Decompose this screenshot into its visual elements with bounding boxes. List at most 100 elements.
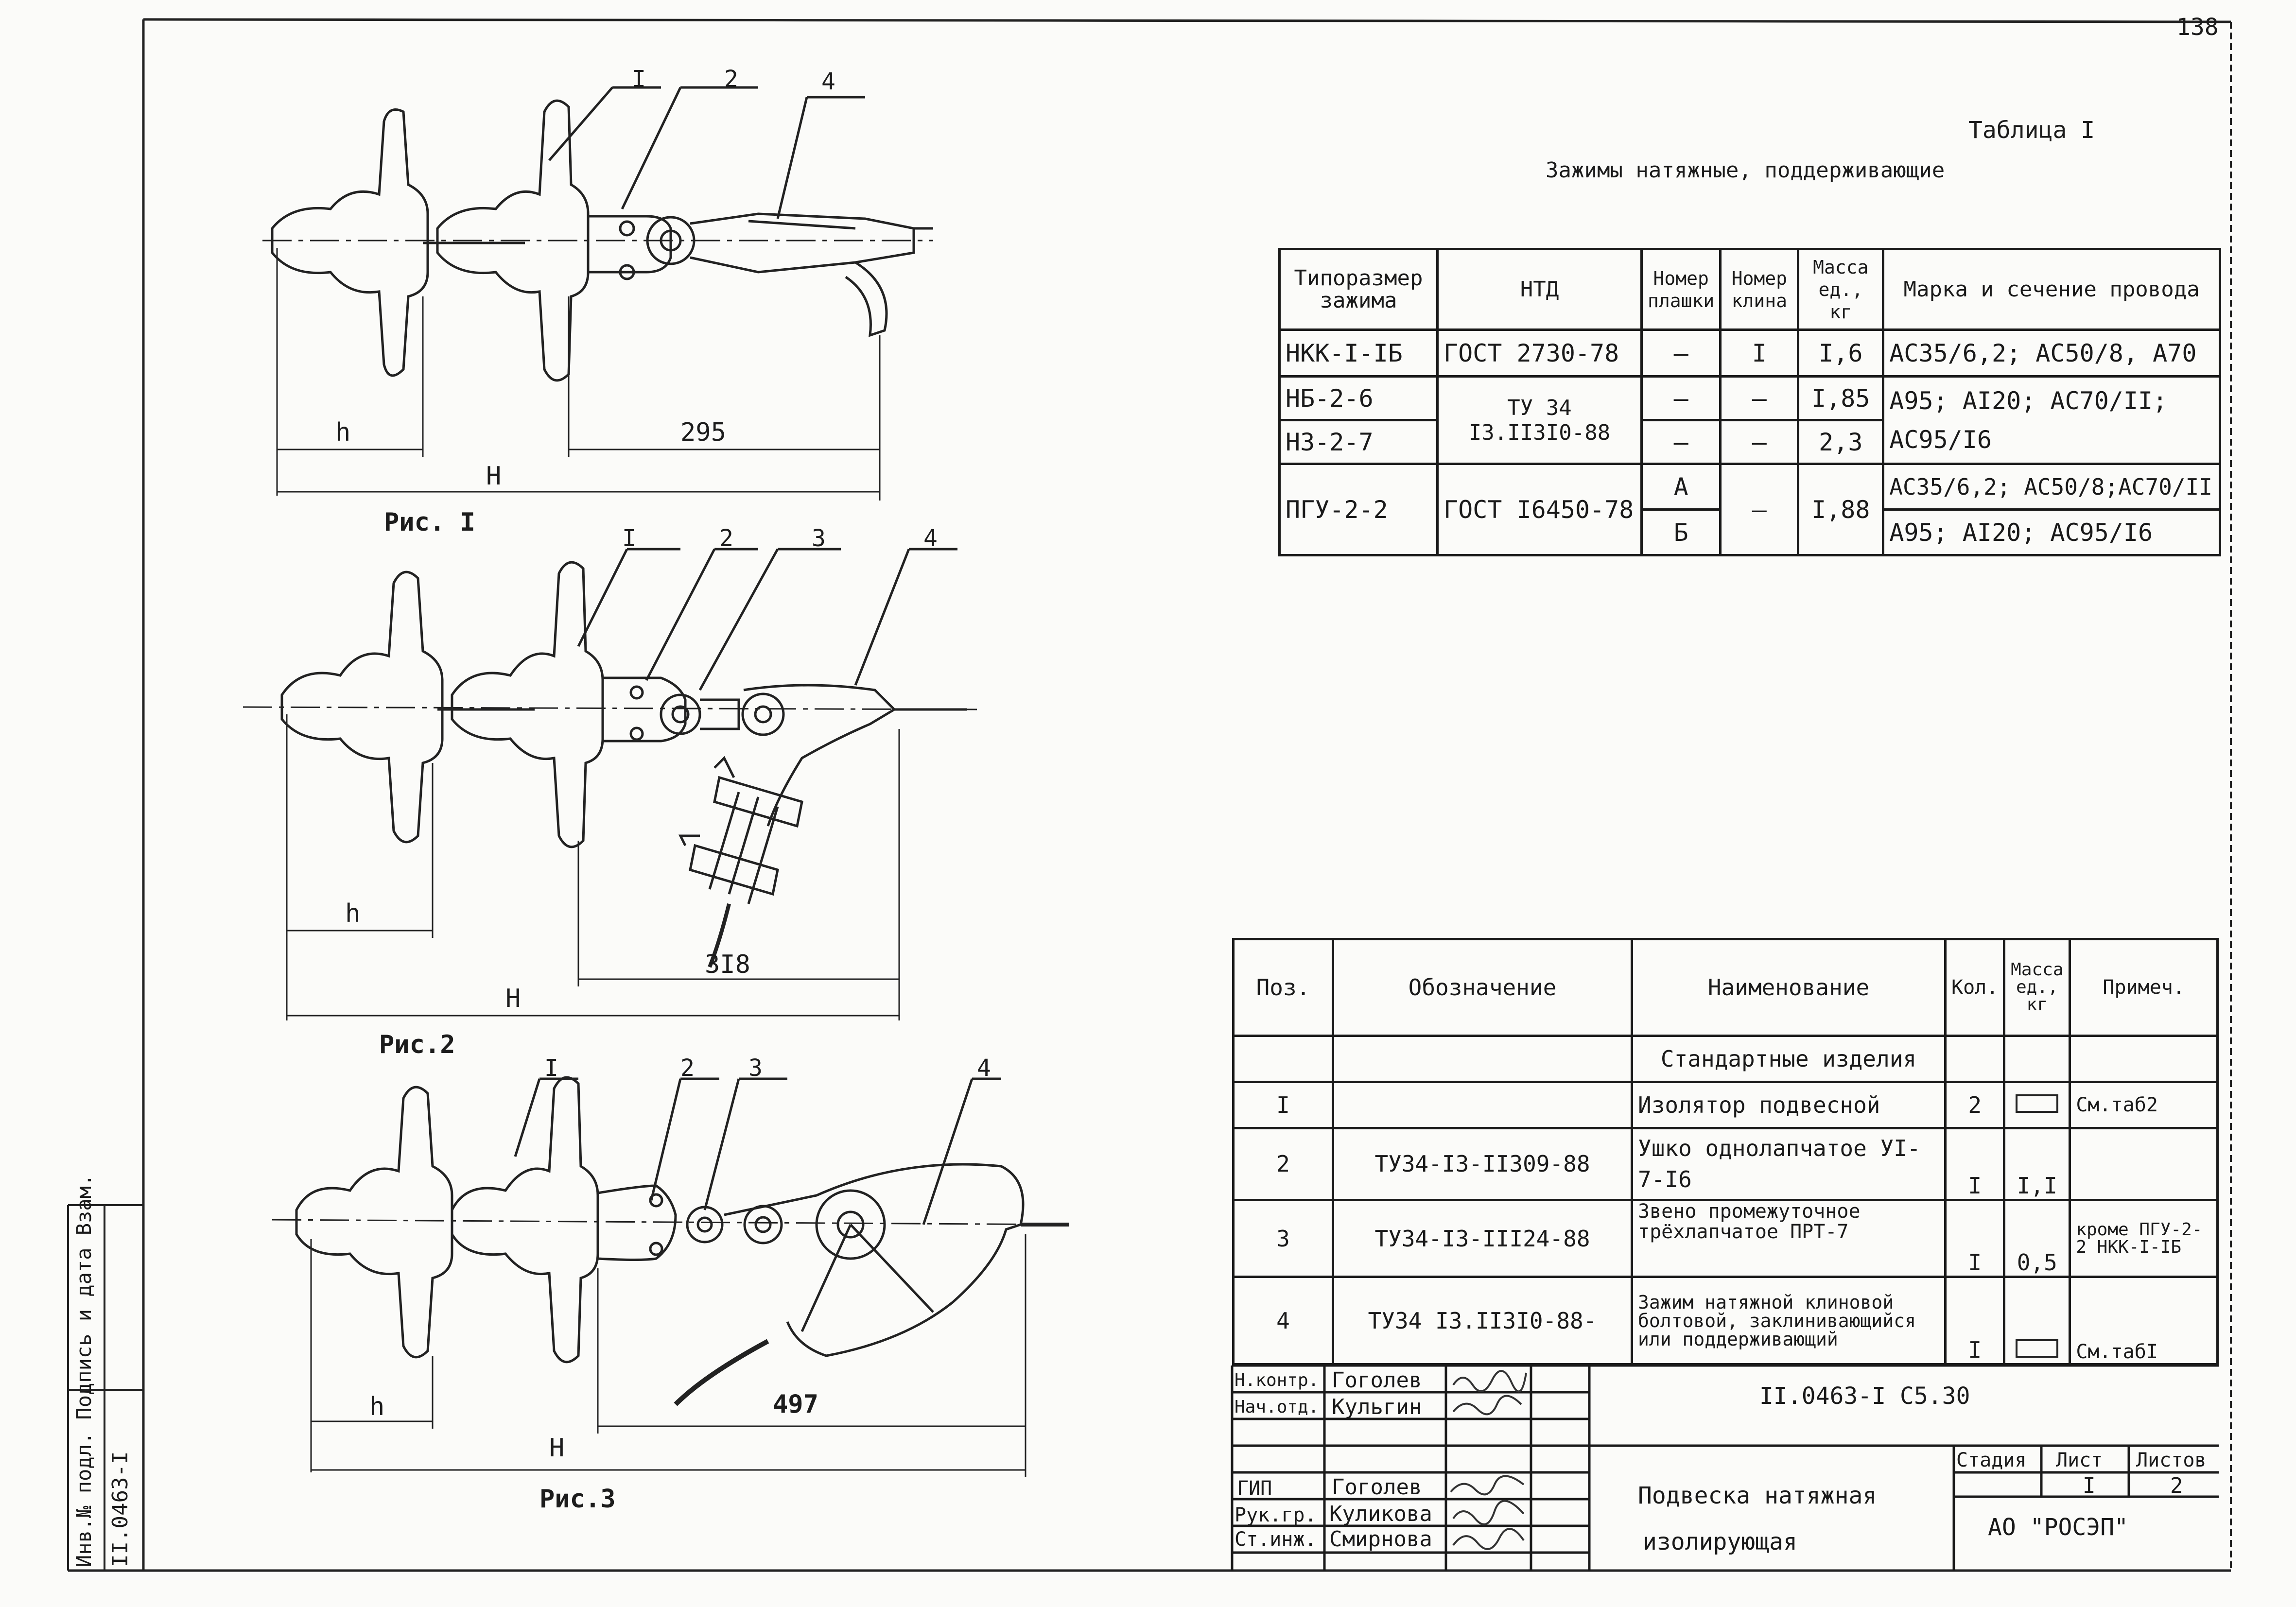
tb-role: Ст.инж. [1235, 1528, 1317, 1551]
stage-label: Стадия [1956, 1449, 2027, 1471]
sheet-label: Лист [2056, 1449, 2103, 1471]
sheets-value: 2 [2170, 1473, 2183, 1498]
t1-cell: А [1640, 463, 1722, 511]
table1-caption: Таблица I [1968, 117, 2095, 144]
t1-header-wedge: Номер клина [1719, 248, 1800, 331]
t1-header-ntd: НТД [1436, 248, 1643, 331]
figure-1-drawing [262, 86, 933, 501]
spec-cell: 2 [1232, 1126, 1334, 1201]
sheet-value: I [2083, 1473, 2096, 1498]
t1-header-plate: Номер плашки [1640, 248, 1722, 331]
table-row: 2 ТУ34-I3-II309-88 Ушко однолапчатое УI-… [1232, 1126, 2219, 1201]
fig3-leader-2: 2 [680, 1054, 695, 1082]
spec-cell: ТУ34-I3-III24-88 [1332, 1198, 1633, 1279]
t1-cell: ГОСТ 2730-78 [1436, 328, 1643, 378]
t1-cell: АС35/6,2; АС50/8;АС70/II [1882, 463, 2221, 511]
fig1-caption: Рис. I [384, 508, 475, 537]
t1-cell: I,85 [1797, 375, 1885, 421]
t1-cell: А95; АI20; АС70/II; АС95/I6 [1882, 375, 2221, 465]
doc-title-line2: изолирующая [1643, 1528, 1797, 1555]
tb-name: Куликова [1329, 1502, 1432, 1526]
spec-table: Поз. Обозначение Наименование Кол. Масса… [1232, 938, 2219, 1365]
figure-3-drawing [272, 1076, 1070, 1477]
tb-name: Смирнова [1329, 1527, 1432, 1552]
table-row: Стандартные изделия [1232, 1034, 2219, 1083]
spec-cell [1332, 1080, 1633, 1129]
spec-cell [2069, 1126, 2219, 1201]
t1-header-wire: Марка и сечение провода [1882, 248, 2221, 331]
fig2-leader-2: 2 [719, 525, 733, 552]
fig3-dim-main: 497 [773, 1390, 818, 1419]
fig1-leader-4: 4 [821, 68, 835, 95]
t1-cell: Б [1640, 508, 1722, 556]
t1-cell: 2,3 [1797, 419, 1885, 465]
margin-stamp-label: Инв.№ подл. Подпись и дата Взам. [72, 1174, 96, 1567]
fig2-leader-4: 4 [923, 525, 938, 552]
table-row: 3 ТУ34-I3-III24-88 Звено промежуточное т… [1232, 1198, 2219, 1279]
spec-cell: Звено промежуточное трёхлапчатое ПРТ-7 [1631, 1198, 1947, 1279]
table1-title: Зажимы натяжные, поддерживающие [1546, 158, 1945, 183]
tb-name: Гоголев [1332, 1475, 1422, 1500]
spec-cell: кроме ПГУ-2-2 НКК-I-IБ [2069, 1198, 2219, 1279]
mass-box-icon [2016, 1094, 2059, 1113]
t1-cell: – [1640, 419, 1722, 465]
t1-cell: I,88 [1797, 463, 1885, 556]
spec-header-note: Примеч. [2069, 938, 2219, 1037]
t1-header-type: Типоразмер зажима [1278, 248, 1439, 331]
fig1-dim-h: h [335, 418, 351, 447]
spec-cell: I [1944, 1126, 2006, 1201]
spec-cell: Изолятор подвесной [1631, 1080, 1947, 1129]
t1-cell: А95; АI20; АС95/I6 [1882, 508, 2221, 556]
fig3-leader-4: 4 [977, 1054, 991, 1082]
t1-cell: НБ-2-6 [1278, 375, 1439, 421]
spec-cell: ТУ34 I3.II3I0-88- [1332, 1276, 1633, 1365]
tb-role: ГИП [1237, 1477, 1272, 1500]
spec-cell: I [1944, 1198, 2006, 1279]
doc-title-line1: Подвеска натяжная [1638, 1482, 1877, 1509]
spec-header-name: Наименование [1631, 938, 1947, 1037]
spec-cell: I,I [2003, 1126, 2071, 1201]
fig1-leader-2: 2 [724, 66, 738, 93]
table-row: НКК-I-IБ ГОСТ 2730-78 – I I,6 АС35/6,2; … [1278, 328, 2221, 378]
fig2-dim-h: h [345, 899, 361, 928]
spec-header-qty: Кол. [1944, 938, 2006, 1037]
spec-header-designation: Обозначение [1332, 938, 1633, 1037]
doc-code: II.0463-I С5.30 [1759, 1382, 1970, 1410]
figure-2-drawing [243, 548, 977, 1020]
mass-box-icon [2016, 1339, 2059, 1358]
t1-cell: – [1640, 328, 1722, 378]
spec-cell: Ушко однолапчатое УI-7-I6 [1631, 1126, 1947, 1201]
spec-cell: См.табI [2069, 1276, 2219, 1365]
table-row: ПГУ-2-2 ГОСТ I6450-78 А – I,88 АС35/6,2;… [1278, 463, 2221, 556]
t1-cell: ТУ 34 I3.II3I0-88 [1436, 375, 1643, 465]
spec-cell: 3 [1232, 1198, 1334, 1279]
fig2-dim-H: H [505, 984, 521, 1013]
t1-cell: – [1719, 463, 1800, 556]
t1-cell: – [1640, 375, 1722, 421]
organization: АО "РОСЭП" [1988, 1514, 2128, 1541]
t1-header-mass: Масса ед., кг [1797, 248, 1885, 331]
table-row: Б А95; АI20; АС95/I6 [1280, 508, 2221, 556]
fig2-leader-3: 3 [812, 525, 826, 552]
fig3-dim-H: H [549, 1434, 565, 1463]
tb-role: Н.контр. [1235, 1370, 1319, 1390]
fig3-caption: Рис.3 [539, 1485, 616, 1514]
fig3-dim-h: h [369, 1392, 385, 1421]
t1-cell: I,6 [1797, 328, 1885, 378]
spec-cell [2003, 1276, 2071, 1365]
sheets-label: Листов [2136, 1449, 2207, 1471]
t1-cell: НКК-I-IБ [1278, 328, 1439, 378]
clamps-table: Типоразмер зажима НТД Номер плашки Номер… [1278, 248, 2221, 556]
tb-name: Гоголев [1332, 1368, 1422, 1393]
spec-cell: I [1232, 1080, 1334, 1129]
fig2-leader-1: I [622, 525, 636, 552]
tb-role: Нач.отд. [1235, 1397, 1319, 1417]
t1-cell: – [1719, 375, 1800, 421]
fig3-leader-3: 3 [748, 1054, 763, 1082]
table-row: НБ-2-6 ТУ 34 I3.II3I0-88 – – I,85 А95; А… [1278, 375, 2221, 465]
fig1-dim-main: 295 [680, 418, 726, 447]
spec-cell [2003, 1080, 2071, 1129]
